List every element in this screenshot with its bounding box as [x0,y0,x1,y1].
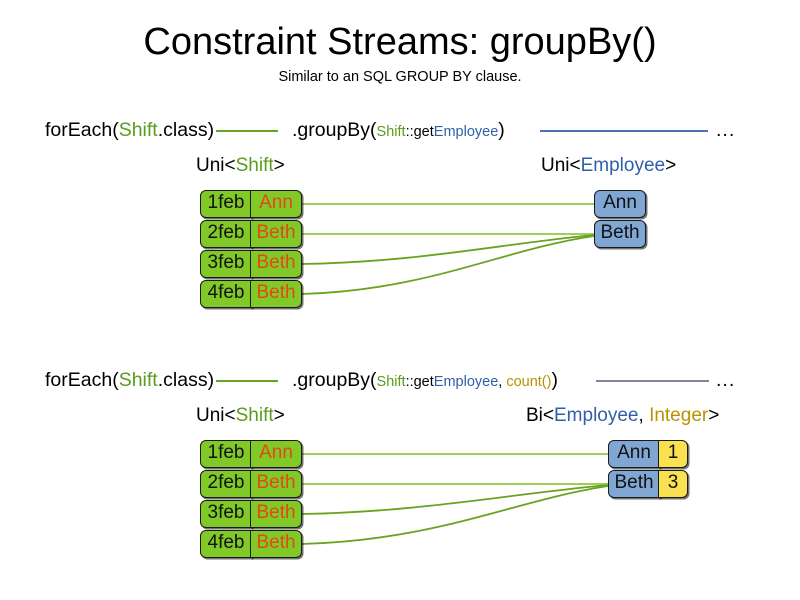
collector-separator: , [498,374,507,390]
code-line-section-1: forEach(Shift.class) .groupBy(Shift::get… [0,117,800,143]
group-by-prefix: .groupBy( [292,369,377,391]
left-type-generic: Shift [235,155,274,176]
left-stream-type-section-2: Uni<Shift> [196,404,285,428]
shift-tuple[interactable]: 1feb Ann [200,190,302,218]
shift-tuple[interactable]: 2feb Beth [200,220,302,248]
left-type-prefix: Uni< [196,155,236,176]
right-type-suffix: > [708,405,720,426]
left-type-suffix: > [273,405,285,426]
group-by-prefix: .groupBy( [292,119,377,141]
shift-tuple[interactable]: 1feb Ann [200,440,302,468]
connector-rule-groupBy-next [540,130,708,132]
shift-employee-cell: Beth [250,280,302,308]
shift-employee-cell: Beth [250,530,302,558]
shift-employee-cell: Ann [250,190,302,218]
shift-employee-cell: Beth [250,220,302,248]
shift-employee-cell: Beth [250,500,302,528]
employee-cell: Ann [594,190,646,218]
shift-employee-cell: Beth [250,250,302,278]
employee-count-tuple[interactable]: Ann 1 [608,440,688,468]
mapper-separator: ::get [405,124,434,140]
for-each-class: Shift [118,119,158,141]
collector-count: count() [506,374,552,390]
employee-count-tuple[interactable]: Beth 3 [608,470,688,498]
connector-rule-forEach-groupBy [216,130,278,132]
shift-date-cell: 3feb [200,250,252,278]
links-section-2 [301,453,609,545]
links-section-1 [301,203,595,295]
for-each-suffix: .class) [157,369,215,391]
shift-tuple[interactable]: 2feb Beth [200,470,302,498]
connector-rule-forEach-groupBy [216,380,278,382]
mapper-class: Shift [376,124,406,140]
page-subtitle: Similar to an SQL GROUP BY clause. [278,69,522,85]
shift-tuple[interactable]: 4feb Beth [200,530,302,558]
count-cell: 3 [658,470,688,498]
employee-cell: Beth [594,220,646,248]
right-type-prefix: Bi< [526,405,554,426]
right-type-separator: , [638,405,650,426]
right-type-generic-2: Integer [649,405,709,426]
for-each-prefix: forEach( [45,119,119,141]
right-type-suffix: > [665,155,677,176]
count-cell: 1 [658,440,688,468]
shift-tuple[interactable]: 3feb Beth [200,250,302,278]
shift-date-cell: 3feb [200,500,252,528]
shift-date-cell: 1feb [200,440,252,468]
code-line-section-2: forEach(Shift.class) .groupBy(Shift::get… [0,367,800,393]
mapper-property: Employee [433,374,499,390]
shift-tuple[interactable]: 3feb Beth [200,500,302,528]
left-type-generic: Shift [235,405,274,426]
for-each-suffix: .class) [157,119,215,141]
page-title: Constraint Streams: groupBy() [143,21,657,63]
employee-tuple[interactable]: Beth [594,220,646,248]
mapper-class: Shift [376,374,406,390]
right-type-generic: Employee [580,155,666,176]
employee-cell: Ann [608,440,660,468]
right-type-prefix: Uni< [541,155,581,176]
employee-cell: Beth [608,470,660,498]
shift-employee-cell: Beth [250,470,302,498]
shift-date-cell: 2feb [200,470,252,498]
for-each-class: Shift [118,369,158,391]
right-stream-type-section-2: Bi<Employee, Integer> [526,404,719,428]
employee-tuple[interactable]: Ann [594,190,646,218]
stream-continuation-ellipsis: ... [716,119,736,141]
group-by-suffix: ) [498,119,505,141]
left-type-suffix: > [273,155,285,176]
shift-date-cell: 4feb [200,280,252,308]
group-by-suffix: ) [551,369,558,391]
shift-date-cell: 2feb [200,220,252,248]
shift-tuple[interactable]: 4feb Beth [200,280,302,308]
shift-date-cell: 4feb [200,530,252,558]
shift-date-cell: 1feb [200,190,252,218]
right-stream-type-section-1: Uni<Employee> [541,154,676,178]
left-type-prefix: Uni< [196,405,236,426]
stream-continuation-ellipsis: ... [716,369,736,391]
mapper-separator: ::get [405,374,434,390]
for-each-prefix: forEach( [45,369,119,391]
connector-rule-groupBy-next [596,380,709,382]
shift-employee-cell: Ann [250,440,302,468]
mapper-property: Employee [433,124,499,140]
right-type-generic: Employee [554,405,639,426]
left-stream-type-section-1: Uni<Shift> [196,154,285,178]
